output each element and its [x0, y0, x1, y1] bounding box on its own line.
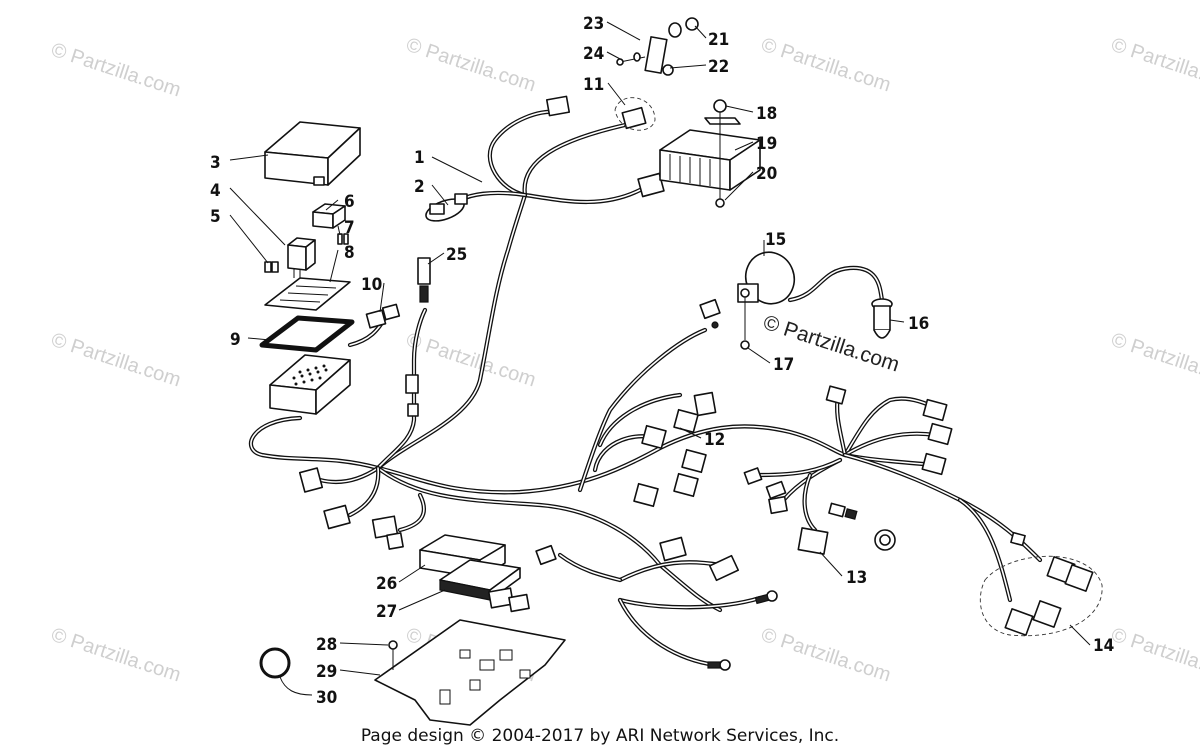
- callout-17: 17: [773, 355, 794, 375]
- starter-solenoid: [737, 251, 796, 350]
- connector-right-cluster: [825, 385, 1026, 547]
- ecu-mounting-plate: [374, 619, 566, 726]
- watermark: © Partzilla.com: [48, 624, 183, 687]
- callout-15: 15: [765, 230, 786, 250]
- callout-labels: 1 2 3 4 5 6 7 8 9 10 11 12 13 14 15 16 1…: [210, 14, 1114, 708]
- voltage-regulator: [659, 99, 761, 208]
- callout-16: 16: [908, 314, 929, 334]
- callout-12: 12: [704, 430, 725, 450]
- callout-3: 3: [210, 153, 221, 173]
- grommet: [425, 193, 468, 222]
- callout-11: 11: [583, 75, 604, 95]
- watermark: © Partzilla.com: [758, 34, 893, 97]
- fuse-board: [264, 277, 351, 311]
- leader-lines: [229, 21, 1091, 696]
- connector-near-15: [699, 298, 721, 329]
- watermark: © Partzilla.com: [1108, 624, 1200, 687]
- watermark: © Partzilla.com: [48, 329, 183, 392]
- callout-18: 18: [756, 104, 777, 124]
- connector-left-2: [323, 504, 351, 530]
- connector-left-1: [298, 467, 324, 493]
- connector-right-of-1: [637, 172, 665, 198]
- fuse-5: [264, 261, 279, 273]
- callout-14: 14: [1093, 636, 1114, 656]
- callout-19: 19: [756, 134, 777, 154]
- connector-left-3: [371, 515, 404, 550]
- connector-bottom-1: [535, 544, 557, 566]
- callout-9: 9: [230, 330, 241, 350]
- callout-13: 13: [846, 568, 867, 588]
- fuse-box-base: [269, 354, 351, 415]
- connector-13: [743, 467, 896, 555]
- watermark: © Partzilla.com: [1108, 34, 1200, 97]
- connector-bottom-3: [708, 554, 740, 582]
- watermark: © Partzilla.com: [48, 39, 183, 102]
- relay-small: [312, 203, 346, 229]
- ring-terminal-1: [754, 590, 778, 605]
- connector-10: [365, 303, 401, 329]
- callout-8: 8: [344, 243, 355, 263]
- accessory-plug: [871, 298, 893, 339]
- gasket: [259, 315, 355, 353]
- relay-large: [287, 237, 316, 279]
- callout-21: 21: [708, 30, 729, 50]
- callout-29: 29: [316, 662, 337, 682]
- watermark: © Partzilla.com: [403, 34, 538, 97]
- callout-26: 26: [376, 574, 397, 594]
- connector-11: [614, 97, 656, 131]
- callout-4: 4: [210, 181, 221, 201]
- oxygen-sensor: [405, 257, 431, 417]
- callout-1: 1: [414, 148, 425, 168]
- connector-bottom-2: [659, 536, 687, 562]
- callout-25: 25: [446, 245, 467, 265]
- fuse-box-cover: [264, 121, 361, 186]
- connector-group-14: [979, 555, 1103, 637]
- ecu-module: [439, 559, 530, 613]
- watermark: © Partzilla.com: [403, 329, 538, 392]
- callout-10: 10: [361, 275, 382, 295]
- callout-23: 23: [583, 14, 604, 34]
- watermark: © Partzilla.com: [758, 624, 893, 687]
- connector-group-12: [633, 391, 717, 508]
- callout-2: 2: [414, 177, 425, 197]
- callout-27: 27: [376, 602, 397, 622]
- clamp-ring: [259, 647, 291, 679]
- callout-20: 20: [756, 164, 777, 184]
- callout-7: 7: [344, 218, 355, 238]
- page-footer-copyright: Page design © 2004-2017 by ARI Network S…: [361, 726, 839, 746]
- watermark-layer: © Partzilla.com © Partzilla.com © Partzi…: [48, 34, 1200, 687]
- callout-6: 6: [344, 192, 355, 212]
- ring-terminal-2: [707, 659, 731, 671]
- callout-24: 24: [583, 44, 604, 64]
- connector-top: [545, 95, 571, 117]
- callout-30: 30: [316, 688, 337, 708]
- callout-28: 28: [316, 635, 337, 655]
- watermark: © Partzilla.com: [1108, 329, 1200, 392]
- callout-5: 5: [210, 207, 221, 227]
- callout-22: 22: [708, 57, 729, 77]
